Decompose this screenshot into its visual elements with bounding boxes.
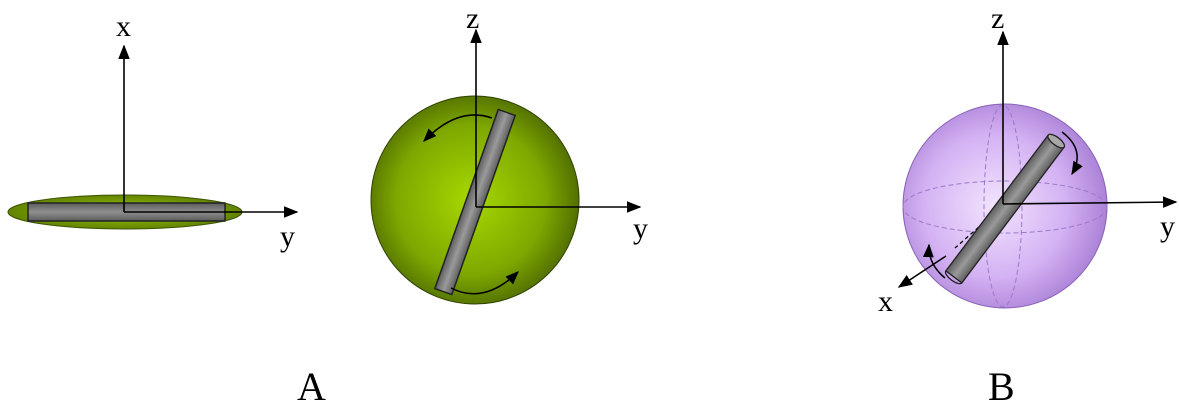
rotation-arrow-top-icon [423, 114, 493, 142]
sphere-b-y-axis-arrow [1002, 196, 1178, 208]
panel-a-label: A [297, 364, 326, 409]
equator-line [902, 180, 1108, 234]
sphere-b-z-axis-label: z [991, 2, 1004, 35]
sphere-y-axis-label: y [633, 212, 648, 245]
sphere-rod [433, 108, 517, 296]
rotation-arrow-right-icon [1061, 131, 1083, 176]
disk-x-axis-label: x [116, 10, 131, 43]
sphere-b-x-axis-label: x [878, 285, 893, 318]
panel-a-sphere-view: z y [370, 2, 648, 305]
rotation-arrow-bottom-icon [450, 271, 519, 295]
sphere-b-x-axis-arrow [897, 255, 947, 288]
disk-y-axis-label: y [280, 220, 295, 253]
cylinder-rod [944, 133, 1066, 285]
panel-b-sphere-view: z y x [878, 2, 1178, 318]
sphere-z-axis-label: z [466, 2, 479, 35]
rotation-arrow-left-icon [922, 243, 946, 279]
panel-b-label: B [988, 364, 1015, 409]
sphere-b-y-axis-label: y [1160, 210, 1175, 243]
panel-a-disk-view: x y [7, 10, 299, 253]
